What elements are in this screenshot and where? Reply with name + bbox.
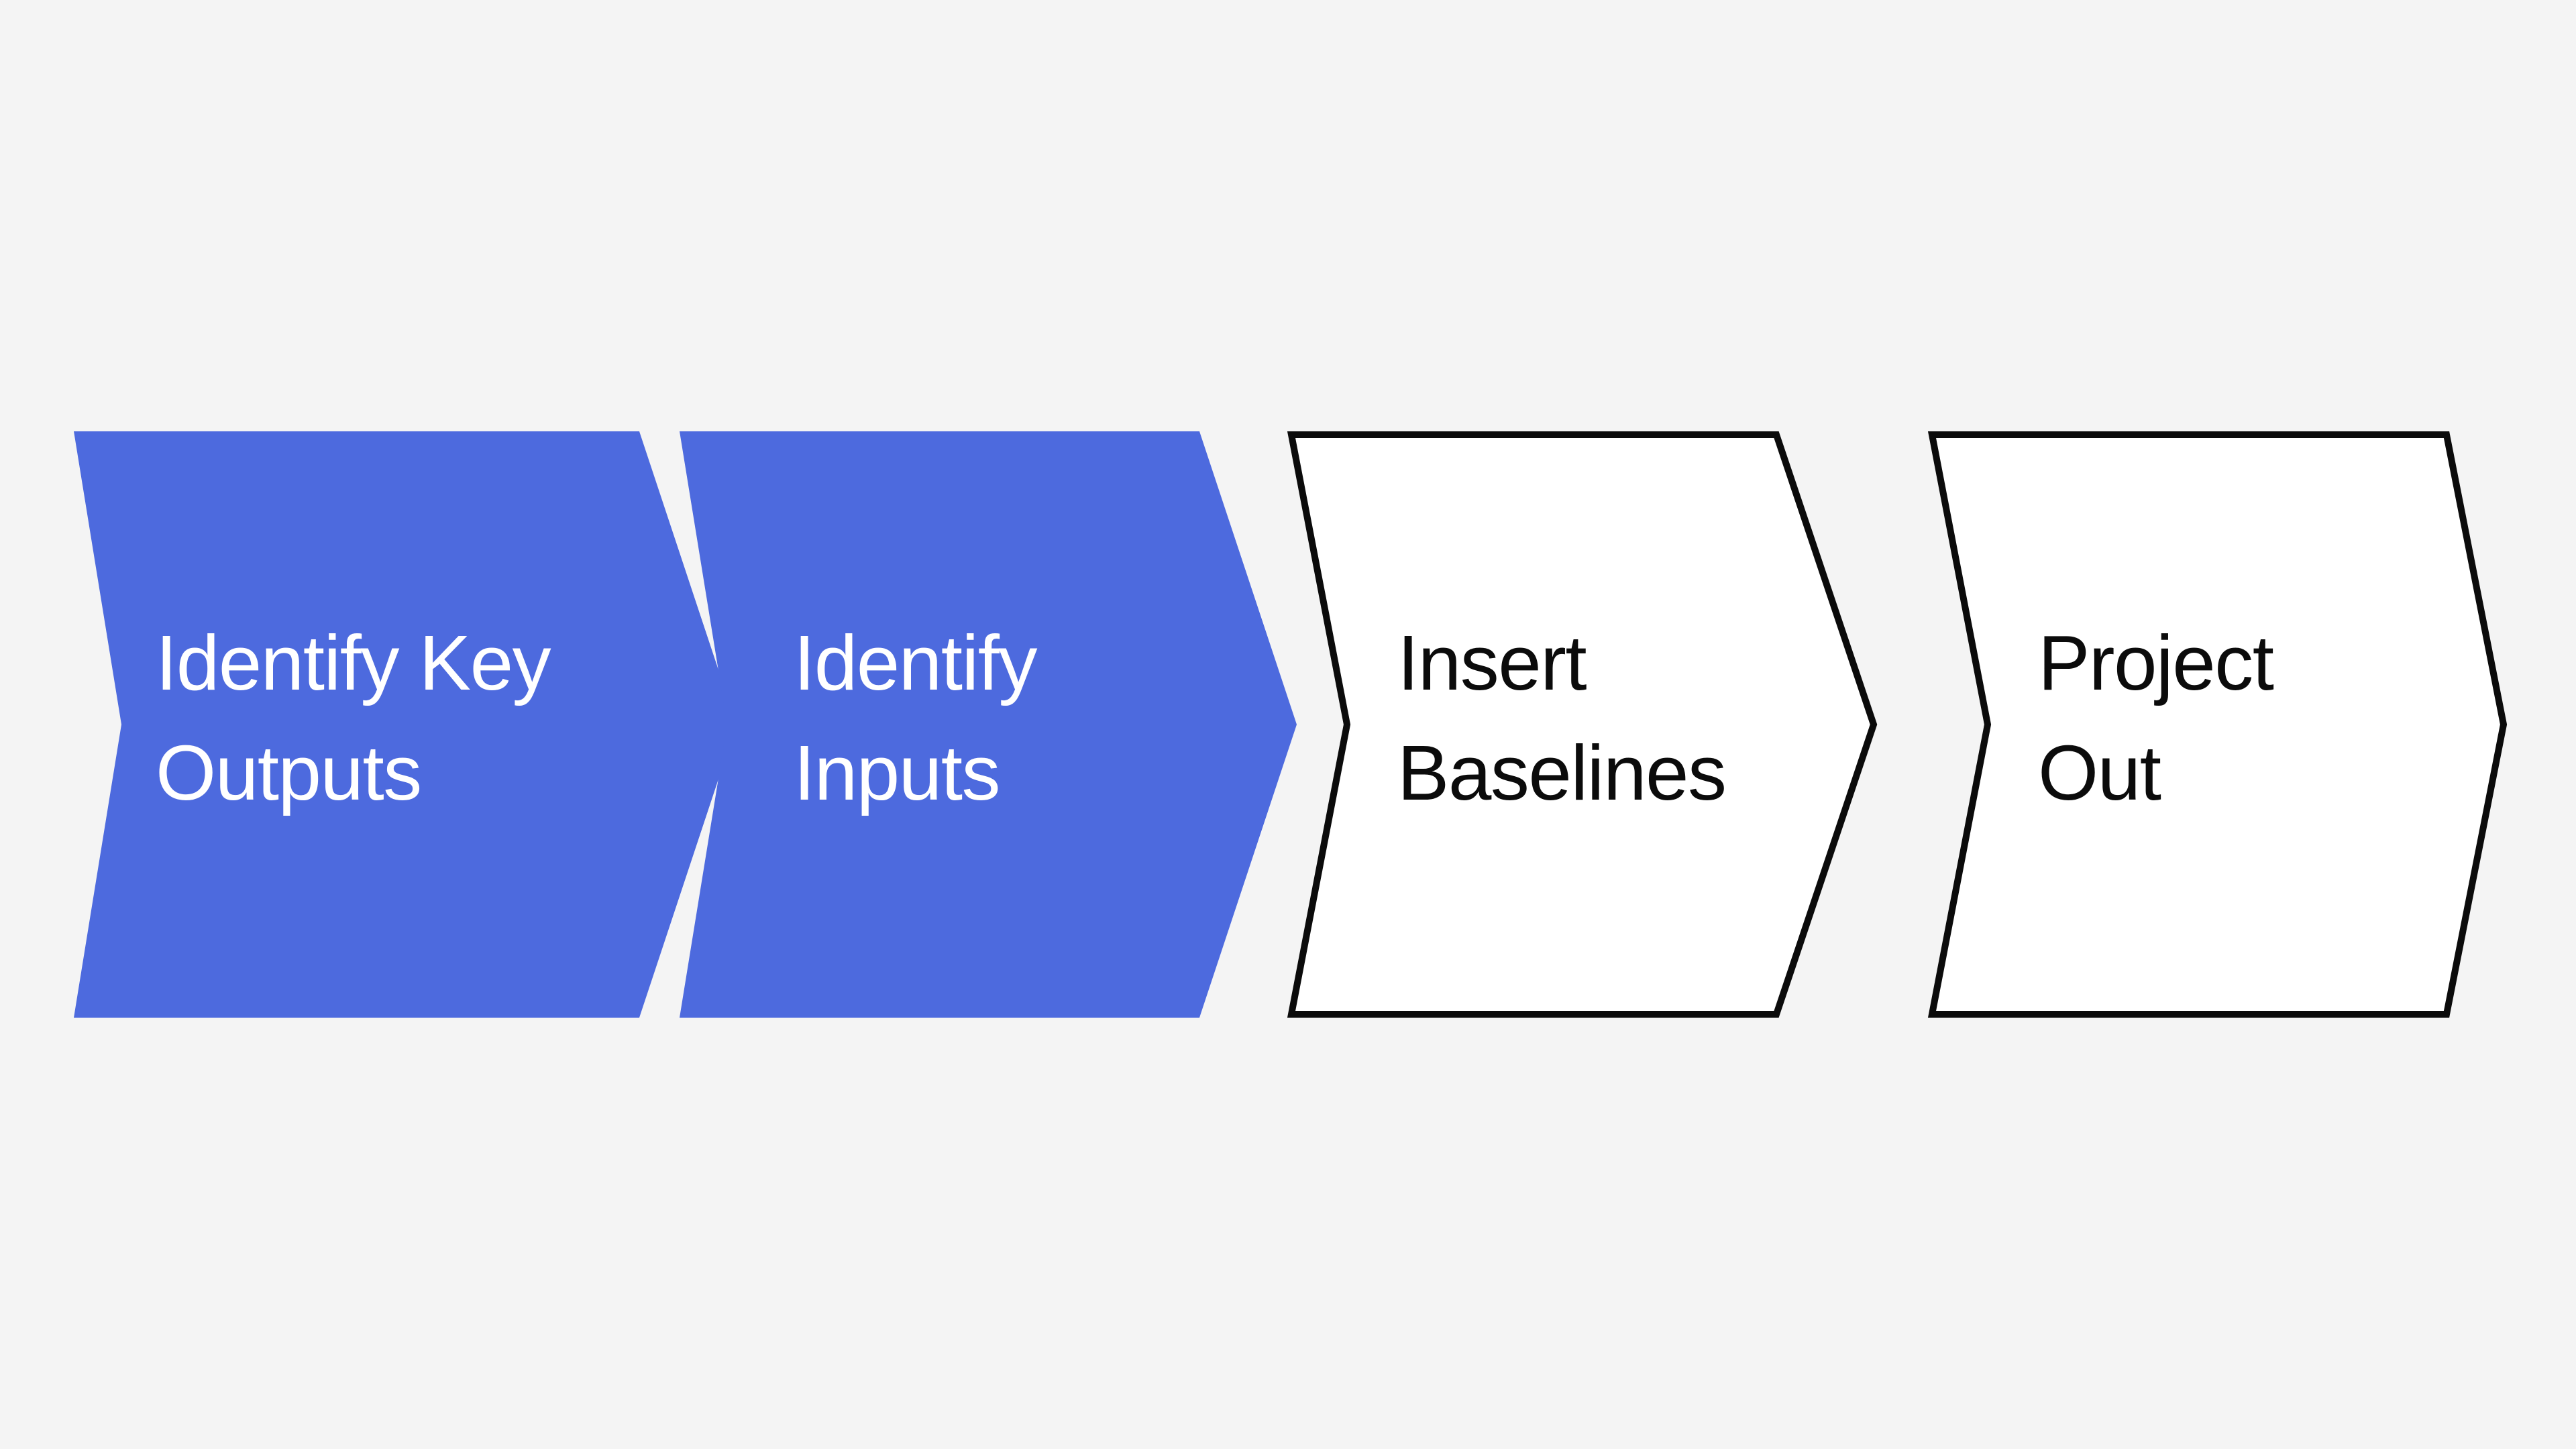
chevron-shape-step-1[interactable]: [74, 431, 737, 1018]
process-step-identify-key-outputs[interactable]: Identify Key Outputs: [74, 431, 737, 1018]
chevron-shape-step-2[interactable]: [680, 431, 1297, 1018]
step-4-label: Project Out: [2038, 619, 2294, 816]
step-1-label-line-1: Identify Key: [156, 619, 551, 706]
step-2-label-line-2: Inputs: [794, 729, 1000, 816]
chevron-shape-step-4[interactable]: [1927, 431, 2508, 1018]
step-1-label-line-2: Outputs: [156, 729, 421, 816]
step-1-label: Identify Key Outputs: [156, 619, 571, 816]
process-step-project-out[interactable]: Project Out: [1927, 431, 2508, 1018]
step-2-label: Identify Inputs: [794, 619, 1057, 816]
process-step-insert-baselines[interactable]: Insert Baselines: [1287, 431, 1878, 1018]
step-4-label-line-1: Project: [2038, 619, 2274, 706]
step-3-label-line-2: Baselines: [1397, 729, 1725, 816]
step-4-label-line-2: Out: [2038, 729, 2161, 816]
process-step-identify-inputs[interactable]: Identify Inputs: [680, 431, 1297, 1018]
step-3-label-line-1: Insert: [1397, 619, 1587, 706]
chevron-shape-step-3[interactable]: [1287, 431, 1878, 1018]
step-2-label-line-1: Identify: [794, 619, 1037, 706]
step-3-label: Insert Baselines: [1397, 619, 1725, 816]
